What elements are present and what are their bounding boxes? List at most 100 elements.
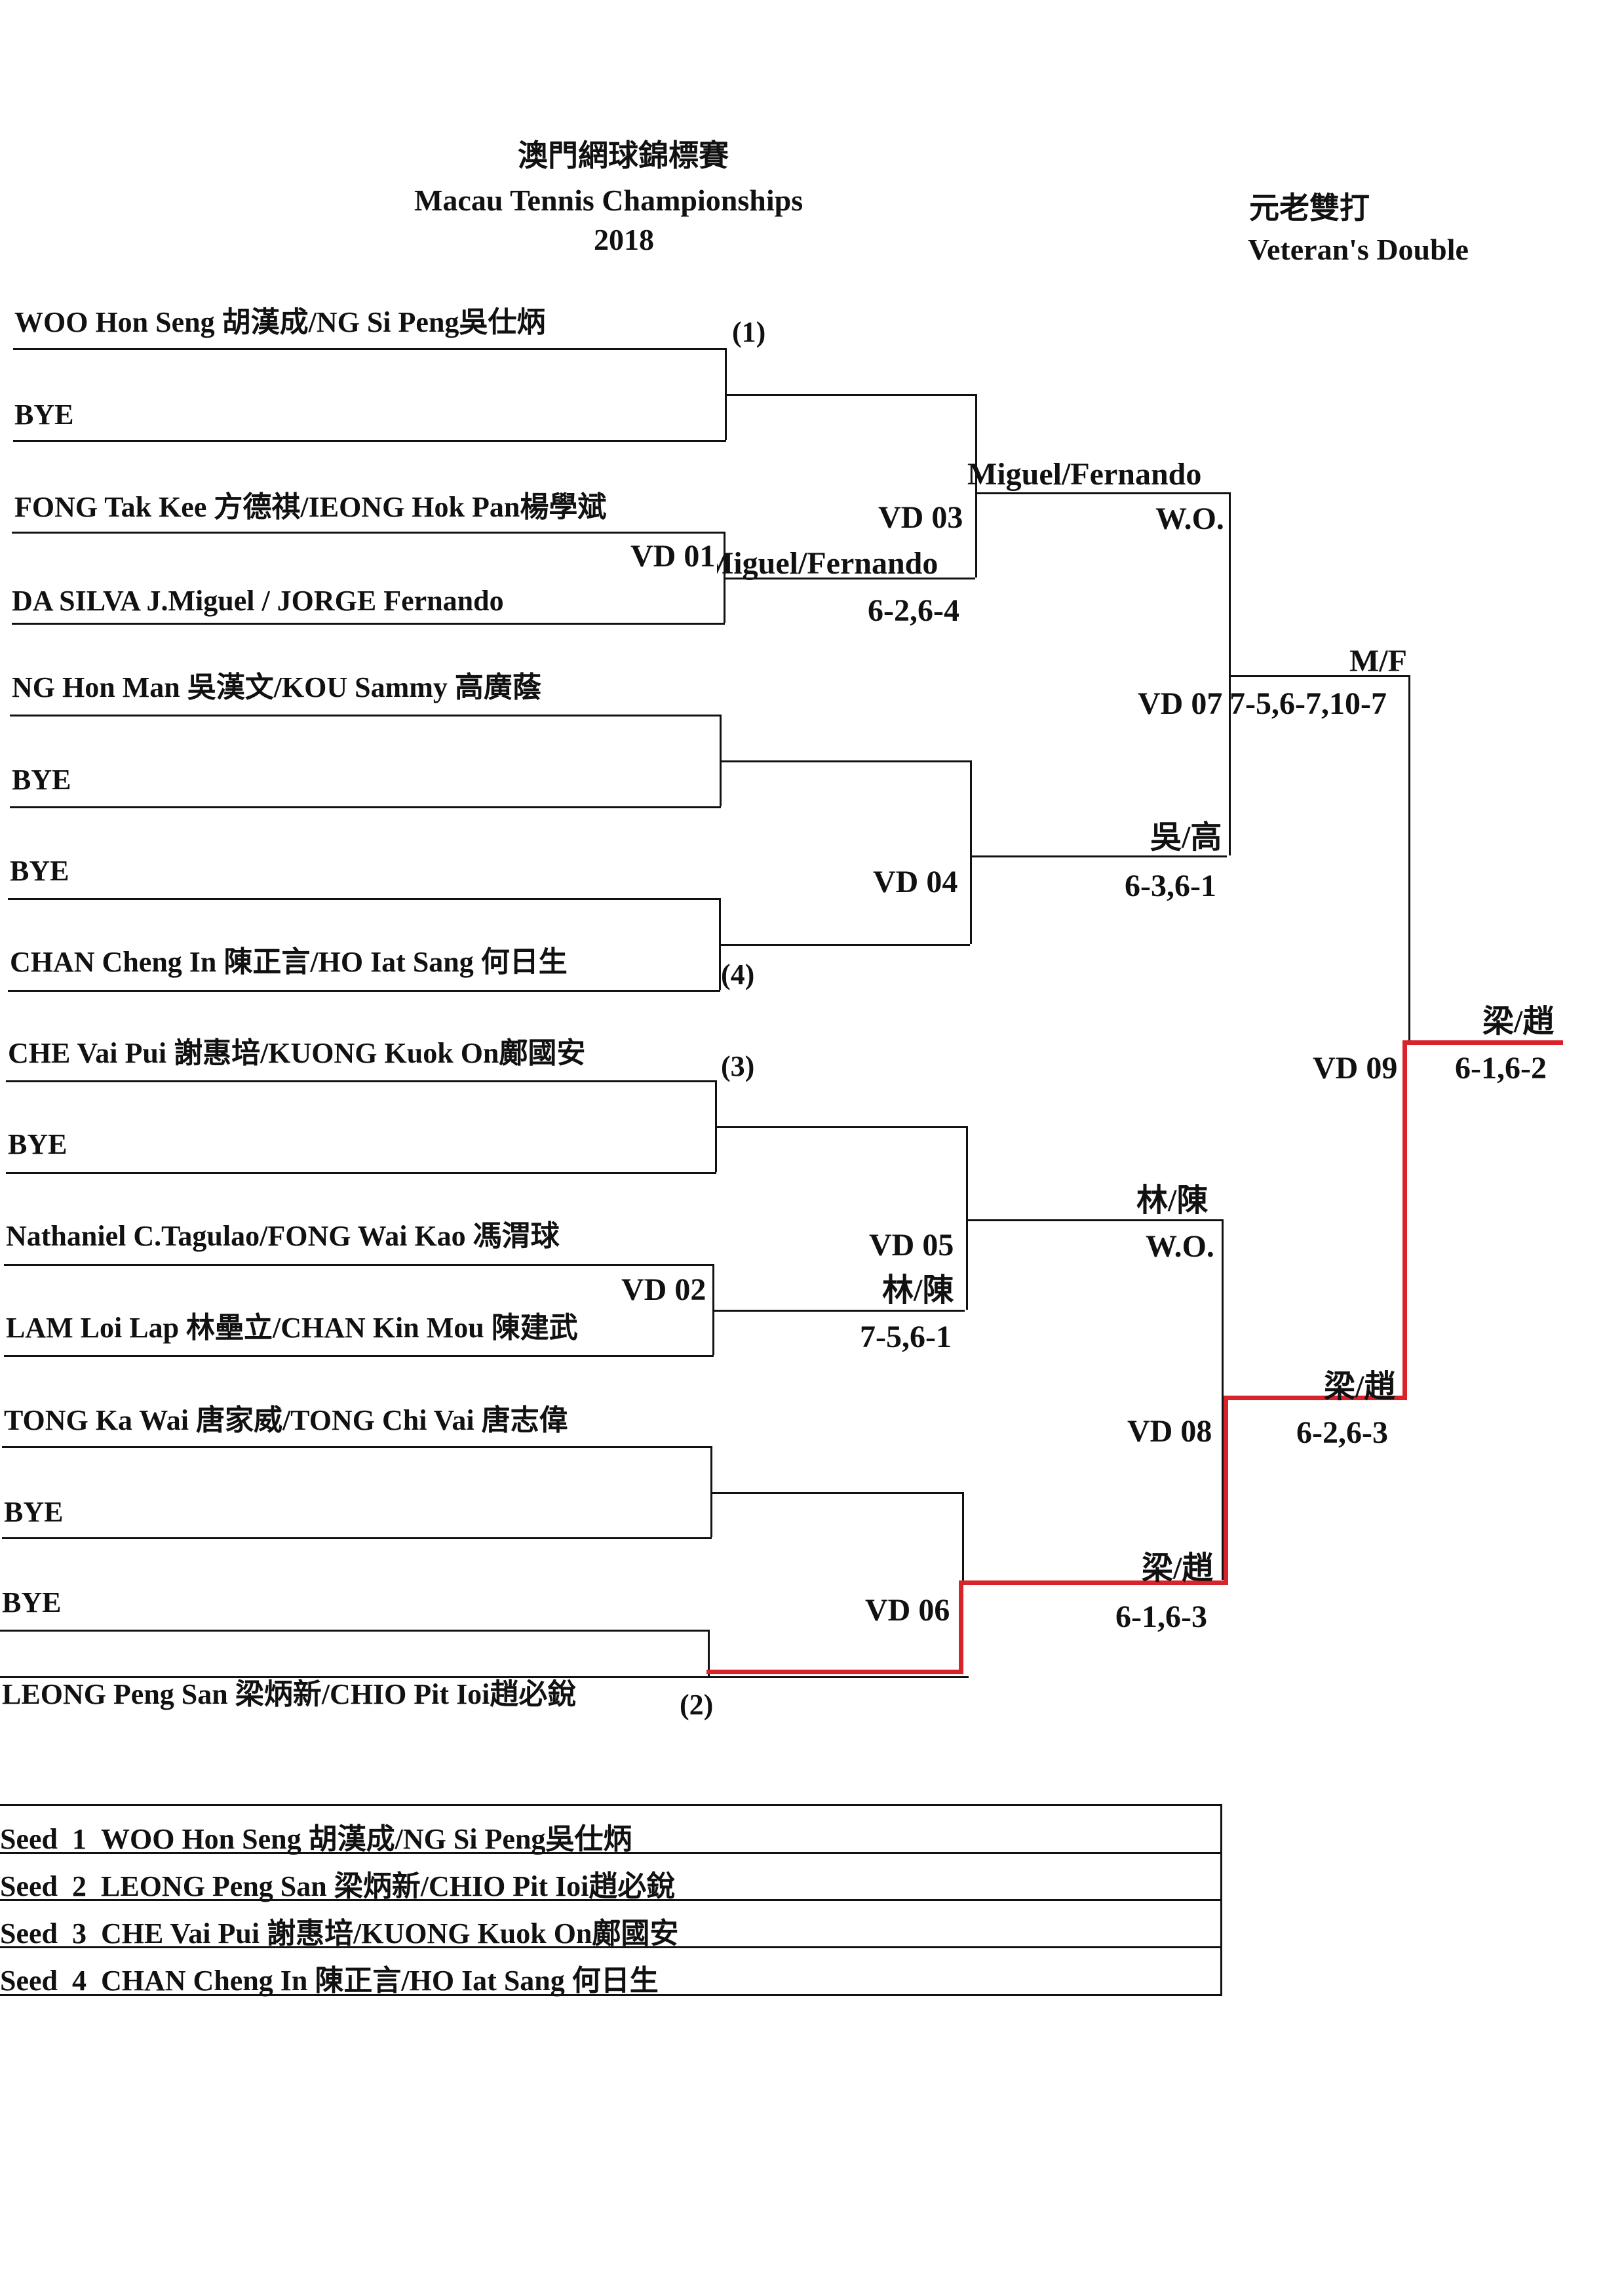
seed-row-3: Seed 3 CHE Vai Pui 謝惠培/KUONG Kuok On鄺國安 xyxy=(0,1900,1220,1950)
seed-row-1: Seed 1 WOO Hon Seng 胡漢成/NG Si Peng吳仕炳 xyxy=(0,1806,1220,1855)
r1-line-10 xyxy=(6,1172,716,1174)
event-title-zh: 元老雙打 xyxy=(1249,191,1370,225)
seed-number: 3 xyxy=(72,1917,87,1950)
r1-line-2 xyxy=(13,440,726,442)
player-7: BYE xyxy=(10,855,69,887)
player-9: CHE Vai Pui 謝惠培/KUONG Kuok On鄺國安 xyxy=(8,1037,586,1069)
seed-mark-1: (1) xyxy=(732,316,766,348)
vd02-score: 7-5,6-1 xyxy=(860,1320,952,1354)
winner-path-final xyxy=(1402,1040,1563,1045)
vd05-code: VD 05 xyxy=(869,1228,954,1263)
seed-name: CHAN Cheng In 陳正言/HO Iat Sang 何日生 xyxy=(101,1965,659,1997)
winner-path-r2 xyxy=(959,1580,1228,1585)
title-zh: 澳門網球錦標賽 xyxy=(518,139,729,172)
seed-number: 4 xyxy=(72,1965,87,1997)
seed-name: CHE Vai Pui 謝惠培/KUONG Kuok On鄺國安 xyxy=(101,1917,679,1950)
seed-label: Seed xyxy=(0,1965,58,1997)
r1-line-3 xyxy=(12,532,725,534)
seed-row-2: Seed 2 LEONG Peng San 梁炳新/CHIO Pit Ioi趙必… xyxy=(0,1853,1220,1902)
r1-line-16 xyxy=(0,1676,969,1678)
r1-line-13 xyxy=(2,1446,712,1448)
vd08-code: VD 08 xyxy=(1127,1414,1212,1449)
vd06-winner: 梁/趙 xyxy=(1142,1551,1214,1586)
title-year: 2018 xyxy=(594,223,654,256)
seeds-table: Seed 1 WOO Hon Seng 胡漢成/NG Si Peng吳仕炳 Se… xyxy=(0,1804,1222,1997)
seed-number: 1 xyxy=(72,1823,87,1855)
player-16: LEONG Peng San 梁炳新/CHIO Pit Ioi趙必銳 xyxy=(2,1678,577,1710)
player-13: TONG Ka Wai 唐家威/TONG Chi Vai 唐志偉 xyxy=(4,1404,568,1436)
player-11: Nathaniel C.Tagulao/FONG Wai Kao 馮渭球 xyxy=(6,1220,560,1252)
seed-number: 2 xyxy=(72,1870,87,1902)
seed-mark-3: (3) xyxy=(721,1050,755,1082)
r1-line-5 xyxy=(10,715,721,716)
r1-out-2 xyxy=(725,578,975,579)
seed-mark-2: (2) xyxy=(680,1689,714,1721)
vd01-winner-box: Miguel/Fernando xyxy=(717,548,974,585)
vd09-code: VD 09 xyxy=(1313,1051,1398,1086)
vd03-winner: Miguel/Fernando xyxy=(967,457,1202,492)
vd07-code: VD 07 xyxy=(1138,686,1223,721)
vd01-score: 6-2,6-4 xyxy=(868,593,959,628)
vd04-winner: 吳/高 xyxy=(1150,820,1222,855)
seed-label: Seed xyxy=(0,1870,58,1902)
r1-line-7 xyxy=(8,898,720,900)
player-3: FONG Tak Kee 方德祺/IEONG Hok Pan楊學斌 xyxy=(14,491,607,523)
vd07-score: 7-5,6-7,10-7 xyxy=(1229,686,1387,721)
r2-out-1 xyxy=(976,492,1230,494)
vd05-winner: 林/陳 xyxy=(1136,1183,1208,1218)
r1-line-15 xyxy=(0,1630,709,1632)
title-en: Macau Tennis Championships xyxy=(414,184,803,217)
r1-out-5 xyxy=(716,1126,967,1128)
r2-out-3 xyxy=(967,1219,1223,1221)
vd06-score: 6-1,6-3 xyxy=(1115,1599,1207,1634)
final-score: 6-1,6-2 xyxy=(1455,1051,1547,1086)
player-8: CHAN Cheng In 陳正言/HO Iat Sang 何日生 xyxy=(10,946,568,978)
sf-out-1 xyxy=(1230,675,1410,677)
winner-path-sf xyxy=(1224,1396,1407,1400)
r1-line-4 xyxy=(12,623,725,625)
winner-path-r1 xyxy=(706,1670,963,1674)
player-15: BYE xyxy=(2,1586,62,1618)
vd03-code: VD 03 xyxy=(878,500,963,535)
event-title-en: Veteran's Double xyxy=(1248,233,1469,266)
champion: 梁/趙 xyxy=(1482,1004,1555,1039)
r1-line-9 xyxy=(6,1080,716,1082)
r1-line-11 xyxy=(4,1264,714,1266)
r1-out-6 xyxy=(714,1310,965,1312)
seed-name: LEONG Peng San 梁炳新/CHIO Pit Ioi趙必銳 xyxy=(101,1870,676,1902)
player-2: BYE xyxy=(14,399,74,431)
seed-name: WOO Hon Seng 胡漢成/NG Si Peng吳仕炳 xyxy=(101,1823,632,1855)
vd01-code: VD 01 xyxy=(630,539,716,574)
vd04-code: VD 04 xyxy=(873,865,958,899)
r1-out-1 xyxy=(726,394,976,396)
r1-line-12 xyxy=(4,1355,714,1357)
vd05-score: W.O. xyxy=(1146,1229,1214,1264)
seed-label: Seed xyxy=(0,1823,58,1855)
r1-out-7 xyxy=(712,1492,962,1494)
player-5: NG Hon Man 吳漢文/KOU Sammy 高廣蔭 xyxy=(12,671,541,703)
r1-out-3 xyxy=(721,760,971,762)
seed-row-4: Seed 4 CHAN Cheng In 陳正言/HO Iat Sang 何日生 xyxy=(0,1948,1220,1997)
player-10: BYE xyxy=(8,1128,68,1160)
r1-out-4 xyxy=(720,944,970,946)
player-4: DA SILVA J.Miguel / JORGE Fernando xyxy=(12,585,504,617)
vd08-winner: 梁/趙 xyxy=(1324,1369,1396,1404)
player-12: LAM Loi Lap 林壘立/CHAN Kin Mou 陳建武 xyxy=(6,1312,578,1344)
vd06-code: VD 06 xyxy=(865,1593,950,1628)
r1-line-14 xyxy=(2,1537,712,1539)
vd02-code: VD 02 xyxy=(621,1272,706,1307)
vd01-winner: Miguel/Fernando xyxy=(717,548,938,581)
player-1: WOO Hon Seng 胡漢成/NG Si Peng吳仕炳 xyxy=(14,306,546,338)
player-14: BYE xyxy=(4,1496,64,1528)
player-6: BYE xyxy=(12,764,71,796)
seed-label: Seed xyxy=(0,1917,58,1950)
r1-line-8 xyxy=(8,990,720,992)
r1-line-6 xyxy=(10,806,721,808)
vd07-winner: M/F xyxy=(1349,644,1407,678)
r2-out-2 xyxy=(971,855,1227,857)
vd08-score: 6-2,6-3 xyxy=(1296,1415,1388,1450)
seed-mark-4: (4) xyxy=(721,958,755,991)
vd04-score: 6-3,6-1 xyxy=(1125,869,1216,903)
vd02-winner: 林/陳 xyxy=(882,1273,954,1308)
r1-line-1 xyxy=(13,348,726,350)
